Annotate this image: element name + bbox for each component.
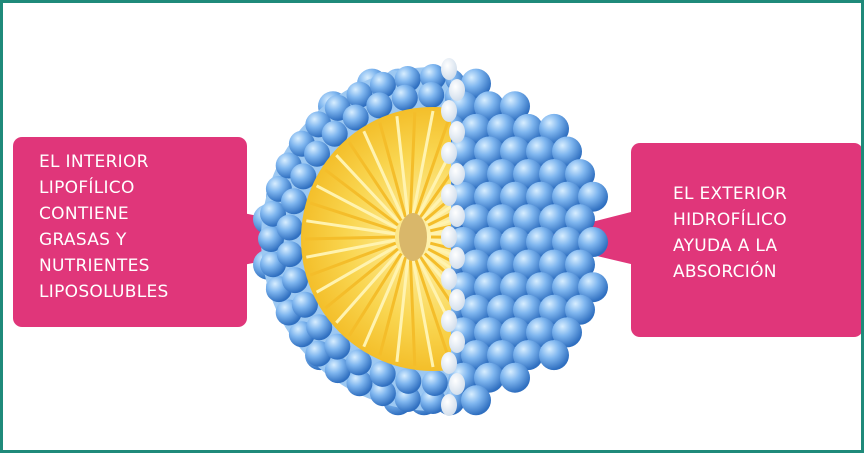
right-line: AYUDA A LA — [673, 233, 787, 259]
ring-ball — [418, 82, 444, 108]
ring-ball — [281, 188, 307, 214]
hydrophilic-head — [441, 352, 457, 374]
lipid-ball — [539, 340, 569, 370]
lipid-tail — [305, 237, 395, 239]
hydrophilic-head — [441, 142, 457, 164]
left-line: EL INTERIOR — [39, 149, 169, 175]
hydrophilic-head — [449, 373, 465, 395]
hydrophilic-head — [441, 394, 457, 416]
ring-ball — [370, 361, 396, 387]
right-line: ABSORCIÓN — [673, 259, 787, 285]
core-center — [399, 213, 427, 261]
right-line: EL EXTERIOR — [673, 181, 787, 207]
left-line: LIPOFÍLICO — [39, 175, 169, 201]
callout-right-text: EL EXTERIOR HIDROFÍLICO AYUDA A LA ABSOR… — [673, 181, 787, 285]
left-line: NUTRIENTES — [39, 253, 169, 279]
hydrophilic-head — [449, 205, 465, 227]
hydrophilic-head — [449, 247, 465, 269]
ring-ball — [366, 92, 392, 118]
hydrophilic-head — [441, 184, 457, 206]
ring-ball — [422, 370, 448, 396]
ring-ball — [395, 368, 421, 394]
lipid-ball — [461, 385, 491, 415]
left-line: CONTIENE — [39, 201, 169, 227]
right-line: HIDROFÍLICO — [673, 207, 787, 233]
hydrophilic-head — [441, 58, 457, 80]
hydrophilic-head — [449, 79, 465, 101]
hydrophilic-head — [441, 310, 457, 332]
ring-ball — [392, 85, 418, 111]
hydrophilic-head — [441, 226, 457, 248]
callout-left-text: EL INTERIOR LIPOFÍLICO CONTIENE GRASAS Y… — [39, 149, 169, 305]
ring-ball — [282, 267, 308, 293]
hydrophilic-head — [449, 121, 465, 143]
left-line: LIPOSOLUBLES — [39, 279, 169, 305]
ring-ball — [277, 241, 303, 267]
hydrophilic-head — [449, 289, 465, 311]
hydrophilic-head — [441, 100, 457, 122]
hydrophilic-head — [449, 331, 465, 353]
hydrophilic-head — [441, 268, 457, 290]
lipid-ball — [500, 363, 530, 393]
ring-ball — [277, 215, 303, 241]
hydrophilic-head — [449, 163, 465, 185]
left-line: GRASAS Y — [39, 227, 169, 253]
